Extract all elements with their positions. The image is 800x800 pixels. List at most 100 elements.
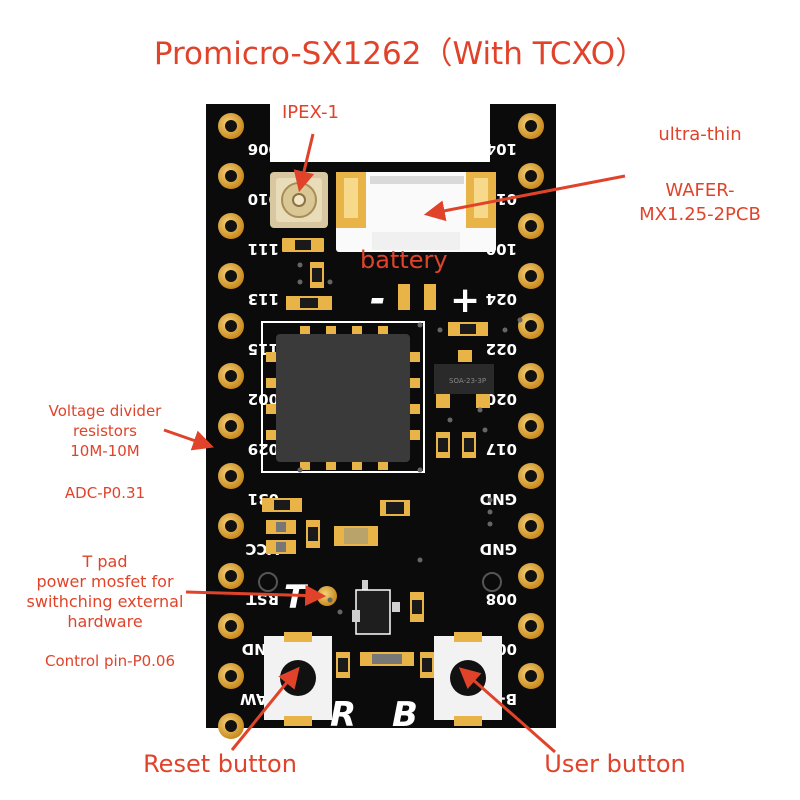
resistor-row bbox=[336, 652, 434, 678]
right-pin-pad bbox=[518, 563, 544, 589]
tpad-label-line4: hardware bbox=[67, 612, 143, 631]
right-pin-pads bbox=[518, 113, 544, 689]
voltage-divider-resistors bbox=[262, 498, 410, 554]
left-pin-label: 111 bbox=[248, 240, 279, 258]
right-pin-pad bbox=[518, 213, 544, 239]
qfn-pad bbox=[326, 326, 336, 334]
qfn-pad bbox=[300, 462, 310, 470]
qfn-pad bbox=[410, 378, 420, 388]
right-pin-label: GND bbox=[480, 490, 517, 508]
qfn-pad bbox=[352, 462, 362, 470]
arrow-battery bbox=[423, 174, 626, 222]
user-button-label: User button bbox=[544, 750, 686, 778]
left-pin-pads bbox=[218, 113, 244, 739]
via-dot bbox=[517, 317, 523, 323]
silk-plus: + bbox=[450, 280, 480, 321]
page-title: Promicro-SX1262（With TCXO） bbox=[153, 36, 647, 72]
qfn-pad bbox=[378, 462, 388, 470]
qfn-pad bbox=[266, 352, 276, 362]
ipex-connector bbox=[270, 172, 328, 228]
right-pin-label: 024 bbox=[486, 290, 517, 308]
battery-pad-minus bbox=[398, 284, 410, 310]
reset-button-label: Reset button bbox=[143, 750, 297, 778]
right-pin-pad bbox=[518, 413, 544, 439]
mounting-hole-right bbox=[482, 572, 502, 592]
left-pin-pad bbox=[218, 713, 244, 739]
via-dot bbox=[482, 427, 488, 433]
left-pin-pad bbox=[218, 663, 244, 689]
right-pin-pad bbox=[518, 663, 544, 689]
via-dot bbox=[337, 609, 343, 615]
via-dot bbox=[417, 467, 423, 473]
control-pin-label: Control pin-P0.06 bbox=[44, 652, 176, 670]
left-pin-pad bbox=[218, 213, 244, 239]
right-pin-pad bbox=[518, 513, 544, 539]
left-pin-pad bbox=[218, 313, 244, 339]
qfn-pad bbox=[410, 404, 420, 414]
tpad-label-line2: power mosfet for bbox=[36, 572, 174, 591]
qfn-pad bbox=[266, 404, 276, 414]
silk-t: T bbox=[284, 578, 308, 616]
left-pin-pad bbox=[218, 263, 244, 289]
right-pin-label: 104 bbox=[486, 140, 517, 158]
silk-minus: - bbox=[370, 277, 386, 321]
via-dot bbox=[487, 497, 493, 503]
ipex-label: IPEX-1 bbox=[282, 102, 339, 123]
via-dots bbox=[297, 262, 523, 615]
left-pin-pad bbox=[218, 363, 244, 389]
power-mosfet bbox=[352, 580, 424, 635]
arrow-ipex bbox=[293, 133, 315, 193]
right-pin-pad bbox=[518, 263, 544, 289]
right-pin-label: 017 bbox=[486, 440, 517, 458]
arrow-divider bbox=[163, 428, 214, 451]
left-pin-pad bbox=[218, 163, 244, 189]
right-pin-label: 020 bbox=[486, 390, 517, 408]
via-dot bbox=[297, 262, 303, 268]
adc-label: ADC-P0.31 bbox=[64, 484, 146, 502]
via-dot bbox=[437, 327, 443, 333]
mounting-hole-left bbox=[258, 572, 278, 592]
right-pin-label: 022 bbox=[486, 340, 517, 358]
lora-module bbox=[261, 321, 425, 473]
left-pin-label: 029 bbox=[248, 440, 279, 458]
qfn-pad bbox=[266, 378, 276, 388]
qfn-pad bbox=[410, 430, 420, 440]
left-pin-label: 006 bbox=[248, 140, 279, 158]
tpad-label-line3: swithching external bbox=[26, 592, 184, 611]
via-dot bbox=[502, 327, 508, 333]
qfn-pad bbox=[266, 430, 276, 440]
qfn-pad bbox=[300, 326, 310, 334]
via-dot bbox=[327, 597, 333, 603]
right-pin-pad bbox=[518, 363, 544, 389]
battery-label: battery bbox=[360, 246, 448, 274]
right-pin-pad bbox=[518, 463, 544, 489]
left-pin-label: 113 bbox=[248, 290, 279, 308]
silk-r: R bbox=[330, 695, 356, 735]
divider-label-line2: resistors bbox=[73, 422, 137, 440]
right-pin-pad bbox=[518, 113, 544, 139]
via-dot bbox=[487, 509, 493, 515]
battery-pad-plus bbox=[424, 284, 436, 310]
smd-components-top bbox=[282, 238, 488, 458]
reset-button-component bbox=[264, 632, 332, 726]
tpad-label-line1: T pad bbox=[82, 552, 128, 571]
qfn-pad bbox=[410, 352, 420, 362]
left-pin-pad bbox=[218, 613, 244, 639]
annotation-arrows bbox=[163, 133, 626, 754]
via-dot bbox=[477, 407, 483, 413]
left-pin-label: 002 bbox=[248, 390, 279, 408]
user-button-component bbox=[434, 632, 502, 726]
via-dot bbox=[417, 557, 423, 563]
left-pin-pad bbox=[218, 413, 244, 439]
chip-marking: SOA-23-3P bbox=[449, 377, 486, 385]
sot23-chip: SOA-23-3P bbox=[434, 364, 494, 408]
right-pin-pad bbox=[518, 313, 544, 339]
qfn-pad bbox=[326, 462, 336, 470]
right-pin-pad bbox=[518, 613, 544, 639]
via-dot bbox=[487, 521, 493, 527]
battery-connector bbox=[336, 172, 496, 252]
qfn-pad bbox=[378, 326, 388, 334]
wafer-label-line2: MX1.25-2PCB bbox=[639, 204, 761, 225]
left-pin-label: B+ bbox=[255, 740, 279, 758]
